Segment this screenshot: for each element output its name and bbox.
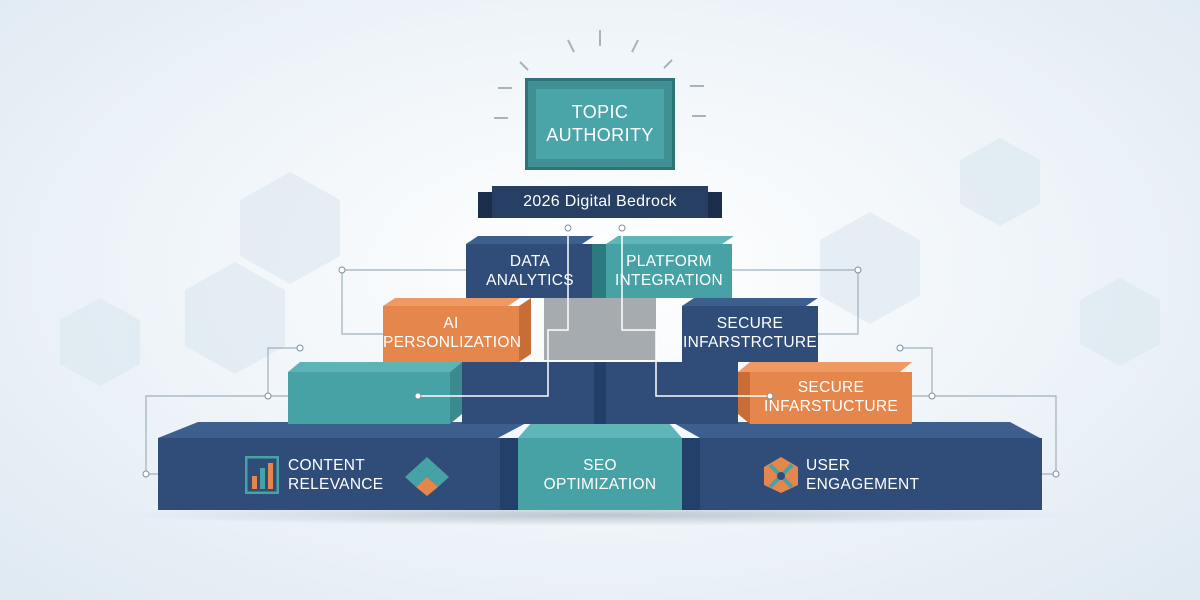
banner-tail-left	[478, 192, 496, 218]
content-relevance-block: Content Relevance	[288, 456, 394, 494]
secure-infrastructure-block-upper: Secure Infarstrcture	[682, 314, 818, 352]
secure-infrastructure-lower-line1: Secure	[797, 379, 865, 396]
user-engagement-line1: User	[806, 457, 851, 474]
topic-line1: Topic	[571, 102, 629, 122]
ai-personalization-block: AI Personlization	[383, 314, 522, 352]
secure-infrastructure-lower-line2: Infarstucture	[764, 398, 898, 415]
platform-integration-line1: Platform	[626, 253, 712, 270]
banner-tail-right	[704, 192, 722, 218]
seo-optimization-block: SEO Optimization	[518, 456, 682, 494]
content-relevance-line2: Relevance	[288, 476, 384, 493]
secure-infrastructure-upper-line2: Infarstrcture	[683, 334, 817, 351]
bar-chart-icon	[245, 456, 279, 494]
ai-personalization-line1: AI	[443, 315, 459, 332]
digital-bedrock-banner: 2026 Digital Bedrock	[492, 186, 708, 218]
rays	[494, 30, 706, 119]
content-relevance-line1: Content	[288, 457, 366, 474]
topic-line2: Authority	[546, 125, 654, 145]
puzzle-icon	[405, 457, 449, 496]
banner-text: 2026 Digital Bedrock	[523, 193, 677, 210]
secure-infrastructure-upper-line1: Secure	[716, 315, 784, 332]
data-analytics-block: Data Analytics	[470, 252, 590, 290]
platform-integration-line2: Integration	[614, 272, 724, 289]
ai-personalization-line2: Personlization	[383, 334, 522, 351]
user-engagement-block: User Engagement	[806, 456, 926, 494]
topic-authority-box: Topic Authority	[525, 78, 675, 170]
seo-optimization-line1: SEO	[583, 457, 617, 474]
user-engagement-line2: Engagement	[806, 476, 920, 493]
secure-infrastructure-block-lower: Secure Infarstucture	[750, 378, 912, 416]
data-analytics-line2: Analytics	[486, 272, 574, 289]
seo-optimization-line2: Optimization	[543, 476, 657, 493]
network-icon	[764, 457, 798, 493]
platform-integration-block: Platform Integration	[606, 252, 732, 290]
data-analytics-line1: Data	[509, 253, 551, 270]
